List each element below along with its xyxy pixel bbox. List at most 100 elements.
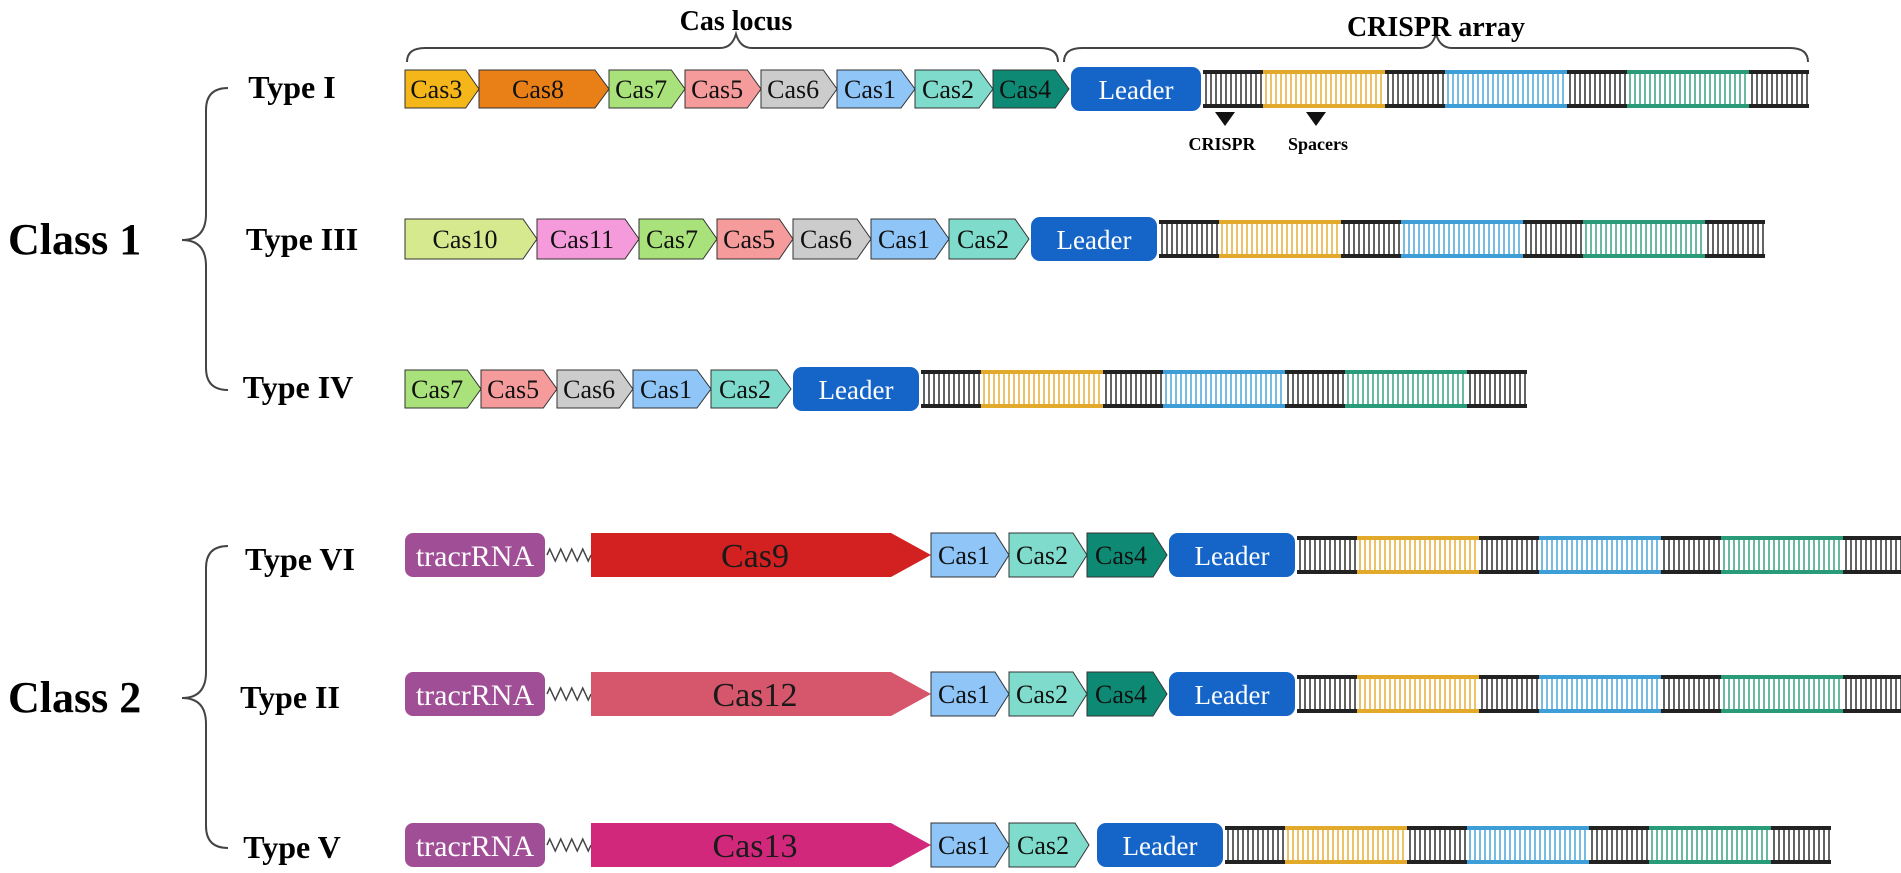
repeat-segment-r0-4 bbox=[1567, 70, 1627, 108]
repeat-segment-r2-6 bbox=[1467, 370, 1527, 408]
spacer-segment-r0-1 bbox=[1263, 70, 1385, 108]
class-1-label: Class 1 bbox=[8, 215, 141, 264]
gene-cas7-r0-2 bbox=[608, 69, 686, 109]
repeat-segment-r4-4 bbox=[1661, 675, 1721, 713]
gene-cas2-r1-6 bbox=[948, 218, 1030, 260]
spacer-segment-r4-1 bbox=[1357, 675, 1479, 713]
gene-label-cas7: Cas7 bbox=[411, 375, 463, 404]
class-1-brace bbox=[181, 87, 229, 391]
type-label-type-iv: Type IV bbox=[243, 369, 354, 405]
gene-cas1-r2-3 bbox=[632, 369, 712, 409]
gene-label-cas11: Cas11 bbox=[550, 225, 614, 254]
gene-cas1-r1-5 bbox=[870, 218, 950, 260]
leader-box bbox=[1169, 533, 1295, 577]
spacer-segment-r1-5 bbox=[1583, 220, 1705, 258]
gene-cas4-r3-2 bbox=[1086, 532, 1168, 578]
gene-label-cas1: Cas1 bbox=[938, 680, 990, 709]
tracrrna-label: tracrRNA bbox=[416, 679, 535, 712]
type-label-type-iii: Type III bbox=[246, 221, 358, 257]
gene-label-cas2: Cas2 bbox=[1016, 680, 1068, 709]
class-2-brace bbox=[181, 545, 229, 849]
type-label-type-vi: Type VI bbox=[245, 541, 355, 577]
gene-label-cas5: Cas5 bbox=[723, 225, 775, 254]
tracrrna-box bbox=[405, 533, 545, 577]
leader-box bbox=[1097, 823, 1223, 867]
type-label-type-v: Type V bbox=[243, 829, 341, 865]
leader-box bbox=[1071, 67, 1201, 111]
repeat-segment-r1-2 bbox=[1341, 220, 1401, 258]
gene-cas5-r1-3 bbox=[716, 218, 794, 260]
repeat-segment-r4-0 bbox=[1297, 675, 1357, 713]
gene-label-cas6: Cas6 bbox=[800, 225, 852, 254]
spacer-segment-r5-5 bbox=[1649, 826, 1771, 864]
repeat-segment-r0-0 bbox=[1203, 70, 1263, 108]
gene-cas3-r0-0 bbox=[404, 69, 480, 109]
effector-cas9 bbox=[591, 533, 931, 577]
gene-cas7-r1-2 bbox=[638, 218, 718, 260]
repeat-segment-r1-6 bbox=[1705, 220, 1765, 258]
effector-label-cas12: Cas12 bbox=[713, 677, 798, 714]
class-2-label: Class 2 bbox=[8, 673, 141, 722]
tracrrna-box bbox=[405, 672, 545, 716]
type-label-type-ii: Type II bbox=[240, 679, 340, 715]
effector-cas13 bbox=[591, 823, 931, 867]
gene-label-cas4: Cas4 bbox=[1095, 541, 1147, 570]
tracr-linker-r5 bbox=[546, 837, 592, 853]
spacers-marker-arrow bbox=[1306, 112, 1326, 126]
gene-label-cas5: Cas5 bbox=[487, 375, 539, 404]
gene-cas7-r2-0 bbox=[404, 369, 482, 409]
spacer-segment-r2-3 bbox=[1163, 370, 1285, 408]
crispr-array-brace bbox=[1063, 30, 1809, 63]
repeat-segment-r5-6 bbox=[1771, 826, 1831, 864]
gene-cas4-r0-7 bbox=[992, 69, 1070, 109]
leader-label: Leader bbox=[1057, 225, 1132, 255]
repeat-segment-r0-2 bbox=[1385, 70, 1445, 108]
leader-box bbox=[1031, 217, 1157, 261]
repeat-segment-r5-2 bbox=[1407, 826, 1467, 864]
leader-box bbox=[1169, 672, 1295, 716]
repeat-segment-r3-6 bbox=[1843, 536, 1901, 574]
repeat-segment-r3-4 bbox=[1661, 536, 1721, 574]
gene-label-cas1: Cas1 bbox=[878, 225, 930, 254]
effector-cas12 bbox=[591, 672, 931, 716]
gene-cas10-r1-0 bbox=[404, 218, 538, 260]
gene-cas2-r2-4 bbox=[710, 369, 792, 409]
gene-label-cas6: Cas6 bbox=[563, 375, 615, 404]
gene-cas6-r1-4 bbox=[792, 218, 872, 260]
crispr-annotation: CRISPR bbox=[1188, 134, 1256, 154]
spacer-segment-r0-5 bbox=[1627, 70, 1749, 108]
repeat-segment-r5-4 bbox=[1589, 826, 1649, 864]
cas-locus-title: Cas locus bbox=[680, 6, 793, 37]
gene-label-cas4: Cas4 bbox=[1095, 680, 1147, 709]
repeat-segment-r5-0 bbox=[1225, 826, 1285, 864]
gene-label-cas1: Cas1 bbox=[844, 75, 896, 104]
repeat-segment-r4-2 bbox=[1479, 675, 1539, 713]
tracr-linker-r3 bbox=[546, 547, 592, 563]
gene-label-cas2: Cas2 bbox=[922, 75, 974, 104]
repeat-segment-r2-0 bbox=[921, 370, 981, 408]
crispr-array-title: CRISPR array bbox=[1347, 12, 1525, 43]
spacer-segment-r0-3 bbox=[1445, 70, 1567, 108]
gene-label-cas2: Cas2 bbox=[957, 225, 1009, 254]
spacer-segment-r3-1 bbox=[1357, 536, 1479, 574]
spacer-segment-r3-5 bbox=[1721, 536, 1843, 574]
spacer-segment-r3-3 bbox=[1539, 536, 1661, 574]
spacer-segment-r2-5 bbox=[1345, 370, 1467, 408]
gene-label-cas1: Cas1 bbox=[938, 831, 990, 860]
gene-cas11-r1-1 bbox=[536, 218, 640, 260]
repeat-segment-r3-2 bbox=[1479, 536, 1539, 574]
effector-label-cas9: Cas9 bbox=[721, 538, 789, 575]
gene-label-cas3: Cas3 bbox=[410, 75, 462, 104]
gene-cas2-r3-1 bbox=[1008, 532, 1088, 578]
type-label-type-i: Type I bbox=[248, 69, 335, 105]
gene-label-cas4: Cas4 bbox=[999, 75, 1051, 104]
cas-locus-brace bbox=[406, 30, 1059, 63]
tracrrna-box bbox=[405, 823, 545, 867]
gene-cas2-r4-1 bbox=[1008, 671, 1088, 717]
gene-cas2-r0-6 bbox=[914, 69, 994, 109]
leader-label: Leader bbox=[819, 375, 894, 405]
